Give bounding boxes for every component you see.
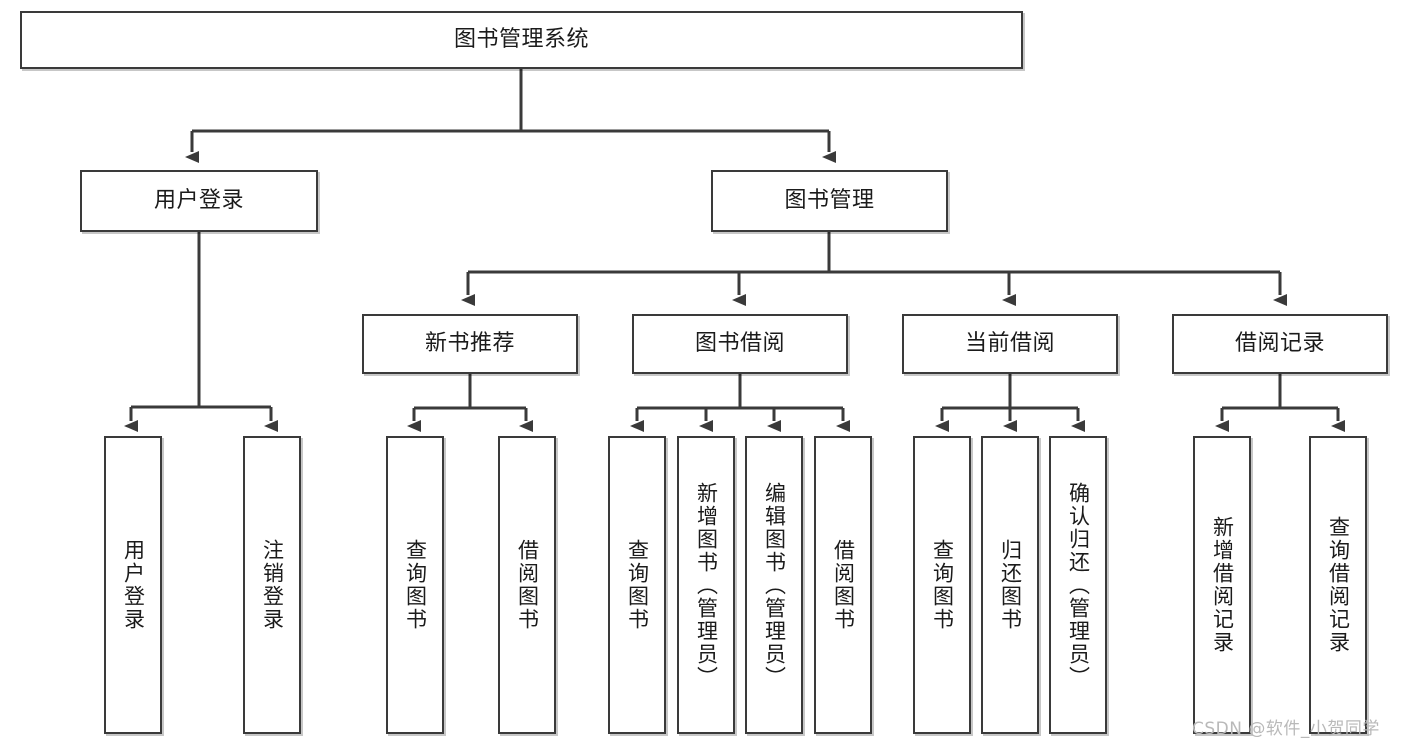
node-leaf-query-book-2[interactable]: 查询图书 <box>608 436 666 734</box>
node-new-book-recommend-label: 新书推荐 <box>424 331 515 357</box>
node-leaf-borrow-book-2-label: 借阅图书 <box>831 539 856 631</box>
node-leaf-confirm-return-label: 确认归还（管理员） <box>1066 481 1091 689</box>
node-current-borrow[interactable]: 当前借阅 <box>902 314 1118 374</box>
node-book-management[interactable]: 图书管理 <box>711 170 948 232</box>
csdn-watermark: CSDN @软件_小贺同学 <box>1192 719 1380 739</box>
node-leaf-edit-book[interactable]: 编辑图书（管理员） <box>745 436 803 734</box>
node-root-label: 图书管理系统 <box>453 27 589 53</box>
node-book-management-label: 图书管理 <box>784 188 875 214</box>
node-leaf-query-book-3-label: 查询图书 <box>930 539 955 631</box>
node-user-login[interactable]: 用户登录 <box>80 170 318 232</box>
node-leaf-logout-login[interactable]: 注销登录 <box>243 436 301 734</box>
node-leaf-edit-book-label: 编辑图书（管理员） <box>762 481 787 689</box>
node-leaf-add-book-label: 新增图书（管理员） <box>694 481 719 689</box>
node-leaf-return-book[interactable]: 归还图书 <box>981 436 1039 734</box>
node-leaf-confirm-return[interactable]: 确认归还（管理员） <box>1049 436 1107 734</box>
node-leaf-add-record[interactable]: 新增借阅记录 <box>1193 436 1251 734</box>
node-root-book-management-system[interactable]: 图书管理系统 <box>20 11 1023 69</box>
node-leaf-borrow-book-1-label: 借阅图书 <box>515 539 540 631</box>
node-leaf-query-book-1[interactable]: 查询图书 <box>386 436 444 734</box>
node-new-book-recommend[interactable]: 新书推荐 <box>362 314 578 374</box>
node-leaf-user-login-label: 用户登录 <box>121 539 146 631</box>
node-leaf-query-record[interactable]: 查询借阅记录 <box>1309 436 1367 734</box>
node-user-login-label: 用户登录 <box>153 188 244 214</box>
node-leaf-query-book-3[interactable]: 查询图书 <box>913 436 971 734</box>
node-leaf-logout-login-label: 注销登录 <box>260 539 285 631</box>
node-leaf-add-record-label: 新增借阅记录 <box>1210 516 1235 654</box>
node-leaf-query-book-1-label: 查询图书 <box>403 539 428 631</box>
node-borrow-record-label: 借阅记录 <box>1234 331 1325 357</box>
node-book-borrow-label: 图书借阅 <box>694 331 785 357</box>
node-leaf-borrow-book-2[interactable]: 借阅图书 <box>814 436 872 734</box>
node-leaf-add-book[interactable]: 新增图书（管理员） <box>677 436 735 734</box>
node-leaf-query-record-label: 查询借阅记录 <box>1326 516 1351 654</box>
node-borrow-record[interactable]: 借阅记录 <box>1172 314 1388 374</box>
node-leaf-return-book-label: 归还图书 <box>998 539 1023 631</box>
node-book-borrow[interactable]: 图书借阅 <box>632 314 848 374</box>
node-current-borrow-label: 当前借阅 <box>964 331 1055 357</box>
node-leaf-query-book-2-label: 查询图书 <box>625 539 650 631</box>
node-leaf-user-login[interactable]: 用户登录 <box>104 436 162 734</box>
node-leaf-borrow-book-1[interactable]: 借阅图书 <box>498 436 556 734</box>
